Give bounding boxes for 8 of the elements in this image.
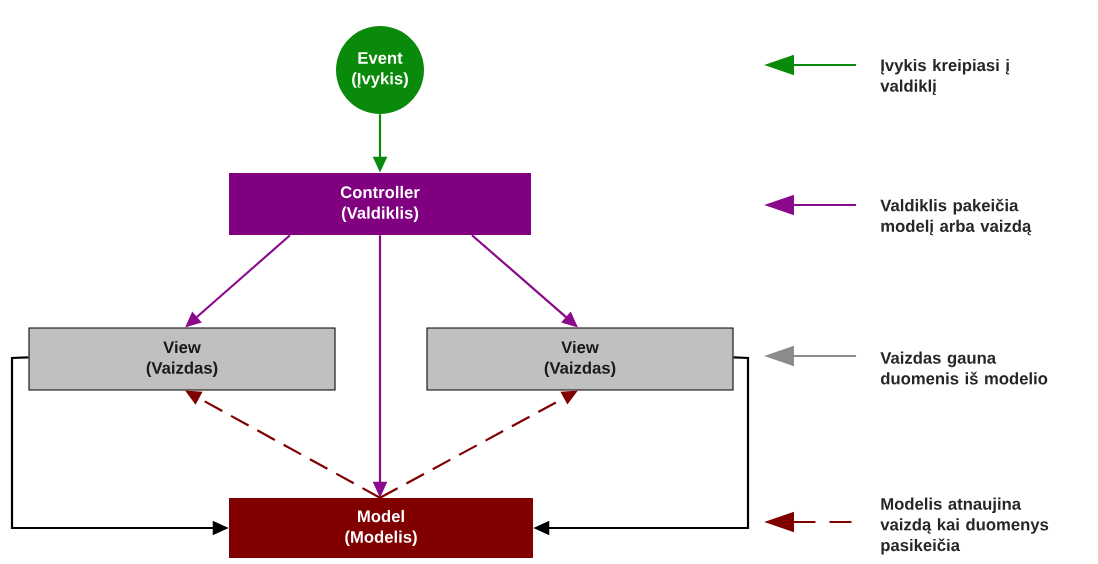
- legend-text: Modelis atnaujina vaizdą kai duomenys pasikeičia: [880, 497, 1049, 555]
- legend-text: Vaizdas gauna duomenis iš modelio: [880, 351, 1048, 385]
- view-box: View (Vaizdas): [426, 327, 734, 391]
- legend-text: Valdiklis pakeičia modelį arba vaizdą: [880, 198, 1032, 236]
- legend-text: Įvykis kreipiasi į valdiklį: [880, 58, 1010, 96]
- controller-box: Controller (Valdiklis): [229, 173, 531, 235]
- model-box: Model (Modelis): [229, 498, 533, 558]
- view-box: View (Vaizdas): [28, 327, 336, 391]
